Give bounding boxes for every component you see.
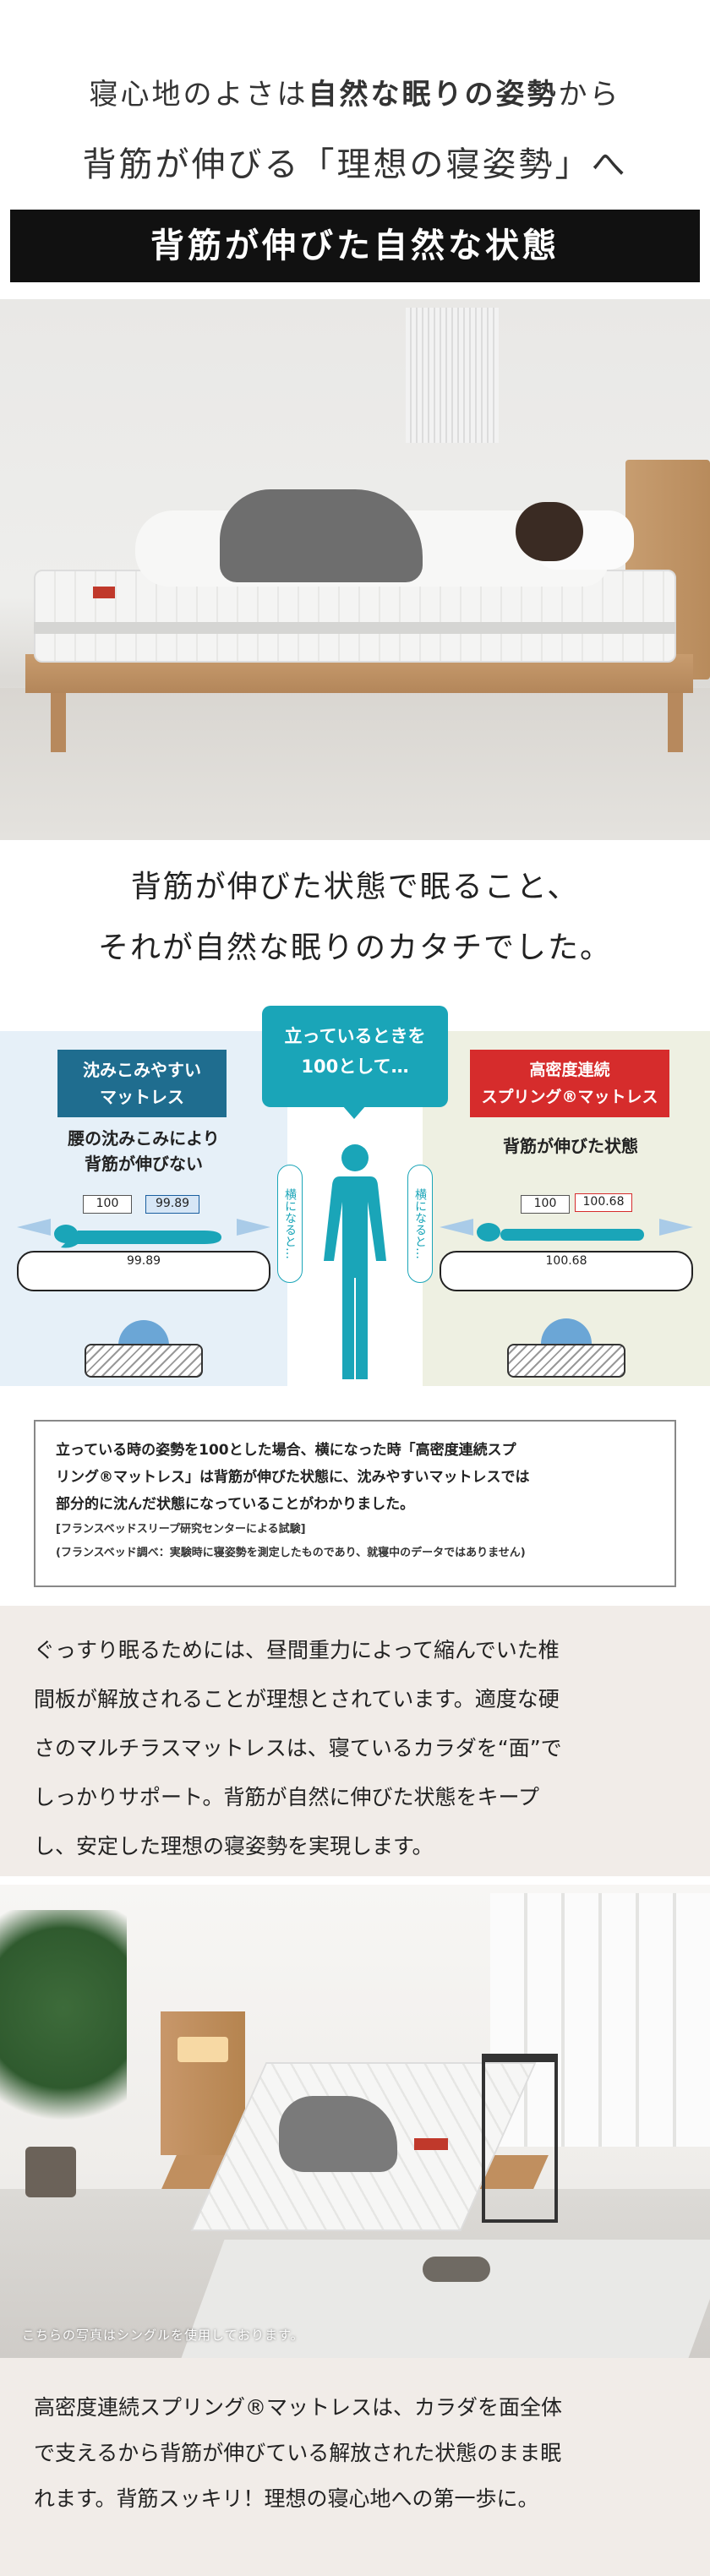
reference-value-left: 100 [83, 1195, 132, 1214]
lying-figure-icon [440, 1219, 693, 1242]
plant-pot [25, 2147, 76, 2197]
mattress-tag [93, 587, 115, 598]
bed-leg [51, 693, 66, 752]
explanation-text: ぐっすり眠るためには、昼間重力によって縮んでいた椎 間板が解放されることが理想と… [34, 1638, 562, 1858]
spring-mattress-caption: 背筋が伸びた状態 [503, 1136, 638, 1156]
photo-caption: こちらの写真はシングルを使用しております。 [22, 2328, 304, 2343]
reference-value-right: 100 [521, 1195, 570, 1214]
soft-mattress-caption: 腰の沈みこみにより 背筋が伸びない [68, 1128, 220, 1174]
note-source: [フランスベッドスリープ研究センターによる試験] [56, 1523, 306, 1536]
callout-pointer [342, 1105, 366, 1119]
explanation-section [0, 1606, 710, 1876]
spring-mattress-outline: 100.68 [440, 1251, 693, 1291]
floor [0, 688, 710, 840]
standing-baseline-callout: 立っているときを 100として… [262, 1006, 448, 1107]
standing-figure-icon [324, 1144, 386, 1379]
lead-line-2: それが自然な眠りのカタチでした。 [97, 931, 612, 965]
headline-line-1: 寝心地のよさは自然な眠りの姿勢から [89, 78, 621, 112]
person-head [516, 502, 583, 561]
throw-blanket [279, 2096, 397, 2172]
note-line: リング®マットレス」は背筋が伸びた状態に、沈みやすいマットレスでは [56, 1469, 530, 1486]
note-disclaimer: (フランスベッド調べ：実験時に寝姿勢を測定したものであり、就寝中のデータではあり… [56, 1547, 526, 1559]
bed-spine-length-left: 99.89 [126, 1254, 161, 1268]
slippers [423, 2257, 490, 2282]
posture-comparison-diagram: 沈みこみやすい マットレス 高密度連続 スプリング®マットレス 腰の沈みこみによ… [0, 1006, 710, 1411]
bed-leg [668, 693, 683, 752]
sleeping-woman-photo [0, 299, 710, 840]
soft-spring-icon [85, 1344, 203, 1378]
blanket [220, 489, 423, 582]
spring-mattress-label: 高密度連続 スプリング®マットレス [470, 1050, 669, 1117]
plant [0, 1910, 127, 2155]
window-curtain [490, 1893, 710, 2147]
note-line: 立っている時の姿勢を100とした場合、横になった時「高密度連続スプ [56, 1442, 516, 1459]
closing-text: 高密度連続スプリング®マットレスは、カラダを面全体 で支えるから背筋が伸びている… [34, 2395, 563, 2511]
bed-spine-length-right: 100.68 [545, 1254, 587, 1268]
headboard-light [178, 2037, 228, 2062]
lying-down-tag-right: 横になると… [407, 1165, 433, 1283]
mattress-border [34, 622, 676, 634]
wall-art [406, 308, 499, 443]
test-result-note: 立っている時の姿勢を100とした場合、横になった時「高密度連続スプ リング®マッ… [34, 1420, 676, 1587]
soft-mattress-label: 沈みこみやすい マットレス [57, 1050, 227, 1117]
measured-value-right: 100.68 [575, 1193, 632, 1212]
headline-line-2: 背筋が伸びる「理想の寝姿勢」へ [82, 145, 628, 184]
bedroom-photo: こちらの写真はシングルを使用しております。 [0, 1885, 710, 2358]
headboard [161, 2011, 245, 2155]
headline-emphasis: 自然な眠りの姿勢 [308, 78, 559, 112]
note-line: 部分的に沈んだ状態になっていることがわかりました。 [56, 1496, 415, 1513]
measured-value-left: 99.89 [145, 1195, 199, 1214]
headline-banner: 背筋が伸びた自然な状態 [10, 210, 700, 282]
lying-down-tag-left: 横になると… [277, 1165, 303, 1283]
mattress-tag [414, 2138, 448, 2150]
soft-mattress-outline: 99.89 [17, 1251, 270, 1291]
dense-spring-icon [507, 1344, 625, 1378]
lead-line-1: 背筋が伸びた状態で眠ること、 [130, 870, 580, 904]
closing-section [0, 2358, 710, 2576]
lying-figure-icon [17, 1219, 270, 1248]
chair [482, 2054, 558, 2223]
